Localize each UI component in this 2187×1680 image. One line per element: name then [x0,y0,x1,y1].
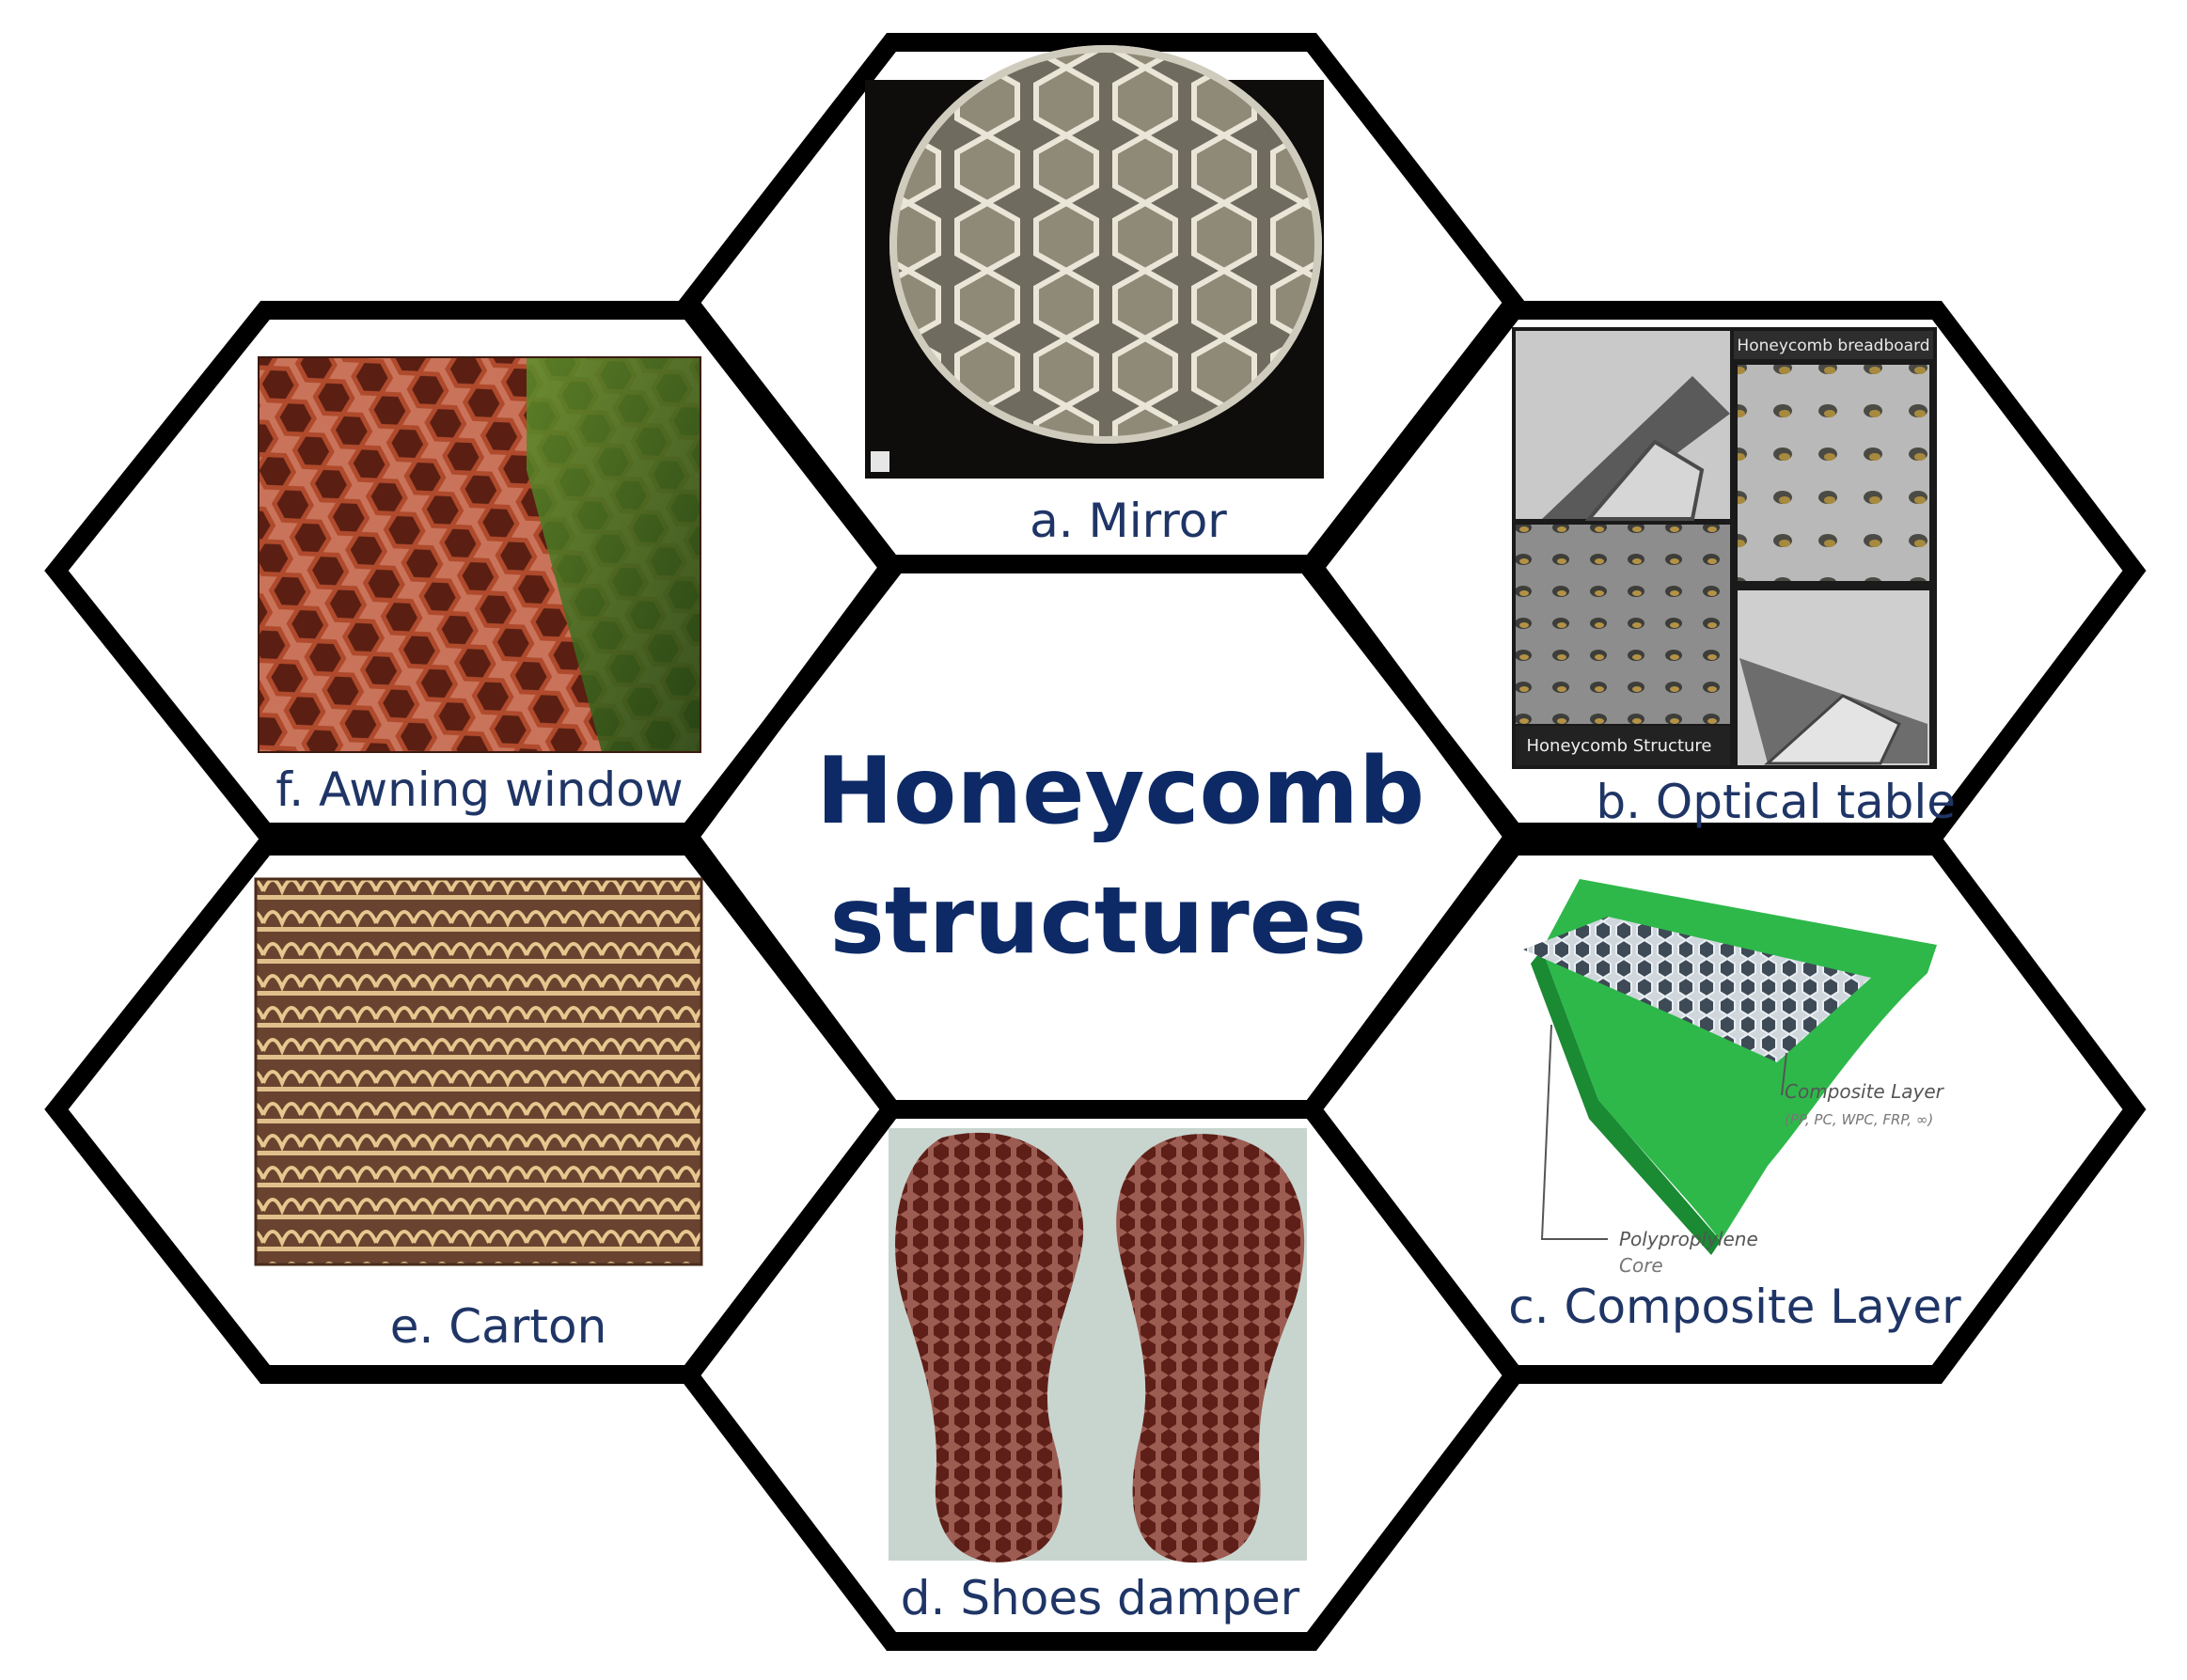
shoes-damper-image [889,1128,1307,1563]
caption-carton: e. Carton [389,1299,607,1354]
hex-b [1299,301,2147,841]
hex-e [44,837,904,1384]
composite-inset-label-layer: Composite Layer [1785,1080,1945,1103]
composite-inset-label-note: (PP, PC, WPC, FRP, ∞) [1785,1111,1933,1128]
hex-c [1299,837,2147,1384]
composite-inset-label-core: Polyproplylene [1619,1228,1758,1250]
optical-inset-label-structure: Honeycomb Structure [1526,736,1711,756]
composite-inset-label-core2: Core [1619,1254,1663,1277]
caption-awning-window: f. Awning window [275,762,684,817]
caption-composite-layer: c. Composite Layer [1508,1280,1961,1334]
optical-table-image: Honeycomb breadboard Honeycomb Structure [1512,327,1937,769]
hex-f [44,301,904,841]
carton-image [254,877,703,1266]
caption-mirror: a. Mirror [1030,494,1227,548]
mirror-image [865,45,1324,479]
caption-shoes-damper: d. Shoes damper [900,1571,1300,1625]
awning-window-image [258,356,701,753]
hexagon-frame [44,33,2147,1651]
title-line-1: Honeycomb [816,738,1425,845]
composite-layer-image: Composite Layer (PP, PC, WPC, FRP, ∞) Po… [1504,874,1946,1277]
title-line-2: structures [829,868,1367,975]
caption-optical-table: b. Optical table [1596,775,1956,829]
optical-inset-label-breadboard: Honeycomb breadboard [1737,337,1929,355]
